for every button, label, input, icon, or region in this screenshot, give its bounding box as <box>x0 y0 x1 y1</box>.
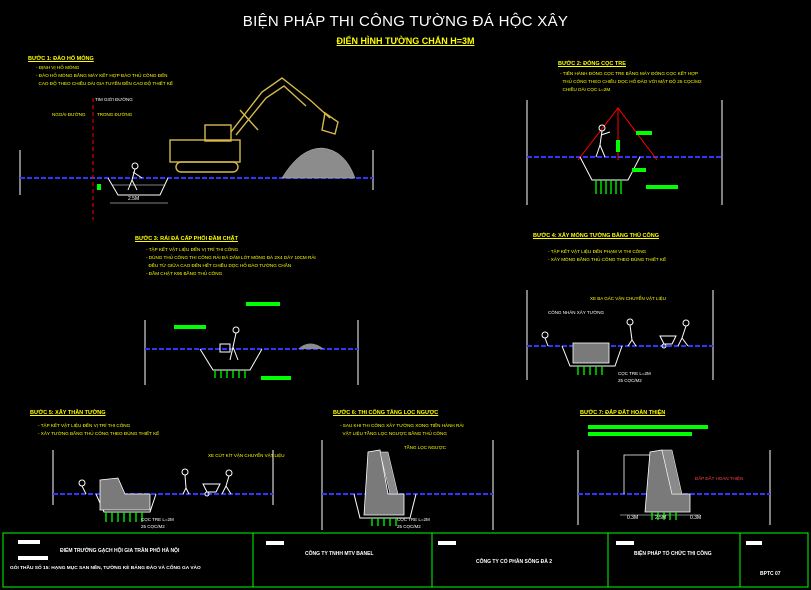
title-block-package: GÓI THẦU SỐ 15: HẠNG MỤC SAN NỀN, TƯỜNG … <box>10 566 201 571</box>
worker-figure <box>127 162 143 191</box>
title-block-project: ĐIỂM TRƯỚNG GẠCH HỘI GIA TRẦN PHỐ HÀ NỘI <box>60 548 180 554</box>
step-1-heading: BƯỚC 1: ĐÀO HỐ MÓNG <box>28 56 94 62</box>
label-dap-dat: ĐẮP ĐẤT HOÀN THIỆN <box>695 476 744 481</box>
retaining-wall <box>99 477 151 511</box>
title-block-label-bar <box>438 541 456 545</box>
step-4-notes: - TẬP KẾT VẬT LIỆU ĐẾN PHẠM VI THI CÔNG … <box>548 249 667 262</box>
callout-box <box>646 185 678 189</box>
step-6-heading: BƯỚC 6: THI CÔNG TẦNG LỌC NGƯỢC <box>333 410 439 416</box>
title-block-label-bar <box>266 541 284 545</box>
title-block-drawing-number: BPTC 07 <box>760 571 781 577</box>
gravel-pile <box>281 147 356 179</box>
label-xe-ban: XE BA GÁC VẬN CHUYỂN VẬT LIỆU <box>590 296 666 301</box>
title-block-contractor: CÔNG TY CỔ PHẦN SÔNG ĐÀ 2 <box>476 559 553 565</box>
drawing-subtitle: ĐIỂN HÌNH TƯỜNG CHẮN H=3M <box>336 36 475 46</box>
step-7-heading: BƯỚC 7: ĐẮP ĐẤT HOÀN THIỆN <box>580 410 666 416</box>
step-1-notes: - ĐỊNH VỊ HỐ MÓNG - ĐÀO HỐ MÓNG BẰNG MÁY… <box>36 65 173 86</box>
step-2-heading: BƯỚC 2: ĐÓNG CỌC TRE <box>558 61 626 67</box>
label-coc-tre-4: CỌC TRE L=2M <box>618 371 651 376</box>
step-3-figure <box>144 320 359 385</box>
dim-label-1: 2.5M <box>128 196 140 202</box>
step-5-notes: - TẬP KẾT VẬT LIỆU ĐẾN VỊ TRÍ THI CÔNG -… <box>38 423 160 436</box>
dim-label-3: 2.5M <box>655 515 667 521</box>
callout-box <box>588 425 708 429</box>
callout-box <box>174 325 206 329</box>
title-block-consultant: CÔNG TY TNHH MTV BANEL <box>305 551 374 557</box>
callout-box <box>588 432 692 436</box>
title-block-drawing-name: BIỆN PHÁP TỔ CHỨC THI CÔNG <box>634 551 712 557</box>
step-4-figure <box>526 290 714 380</box>
step-5-figure <box>52 450 274 522</box>
label-xe-cut-kit: XE CÚT KÍT VẬN CHUYỂN VẬT LIỆU <box>208 453 285 458</box>
label-cong-nhan: CÔNG NHÂN XÂY TƯỜNG <box>548 310 605 315</box>
step-7-figure <box>577 449 771 525</box>
dim-label-4: 0.3M <box>690 515 702 521</box>
label-mat-do-6: 25 CỌC/M2 <box>397 524 421 529</box>
label-trong-duong: TRONG ĐƯỜNG <box>97 112 133 117</box>
step-4-heading: BƯỚC 4: XÂY MÓNG TƯỜNG BẰNG THỦ CÔNG <box>533 233 659 239</box>
callout-box <box>246 302 280 306</box>
label-mat-do-4: 25 CỌC/M2 <box>618 378 642 383</box>
callout-box <box>636 131 652 135</box>
callout-box <box>632 168 646 172</box>
step-2-figure <box>526 100 723 205</box>
title-block-label-bar <box>18 556 48 560</box>
label-ngoai-duong: NGOÀI ĐƯỜNG <box>52 112 86 117</box>
label-tim-gioi-duong: TIM GIỚI ĐƯỜNG <box>95 97 133 102</box>
title-block-frame <box>2 532 809 588</box>
dim-label-2: 0.3M <box>627 515 639 521</box>
label-mat-do-5: 25 CỌC/M2 <box>141 524 165 529</box>
title-block-label-bar <box>616 541 634 545</box>
step-3-notes: - TẬP KẾT VẬT LIỆU ĐẾN VỊ TRÍ THI CÔNG -… <box>146 247 316 276</box>
label-coc-tre-5: CỌC TRE L=2M <box>141 517 174 522</box>
title-block-label-bar <box>746 541 762 545</box>
wall-foundation <box>572 342 610 364</box>
step-5-heading: BƯỚC 5: XÂY THÂN TƯỜNG <box>30 410 106 416</box>
retaining-wall <box>363 449 405 516</box>
drawing-title: BIỆN PHÁP THI CÔNG TƯỜNG ĐÁ HỘC XÂY <box>242 13 569 30</box>
step-2-notes: - TIẾN HÀNH ĐÓNG CỌC TRE BẰNG MÁY ĐÓNG C… <box>560 71 702 92</box>
excavator-icon <box>169 77 339 173</box>
callout-box <box>261 376 291 380</box>
label-coc-tre-6: CỌC TRE L=2M <box>397 517 430 522</box>
title-block-label-bar <box>18 540 40 544</box>
step-3-heading: BƯỚC 3: RẢI ĐÁ CẤP PHỐI ĐẦM CHẶT <box>135 236 238 242</box>
step-6-notes: - SAU KHI THI CÔNG XÂY TƯỜNG XONG TIẾN H… <box>340 423 464 436</box>
step-6-figure <box>321 440 494 530</box>
step-1-figure <box>19 77 374 220</box>
label-tang-loc: TẦNG LỌC NGƯỢC <box>404 445 446 450</box>
